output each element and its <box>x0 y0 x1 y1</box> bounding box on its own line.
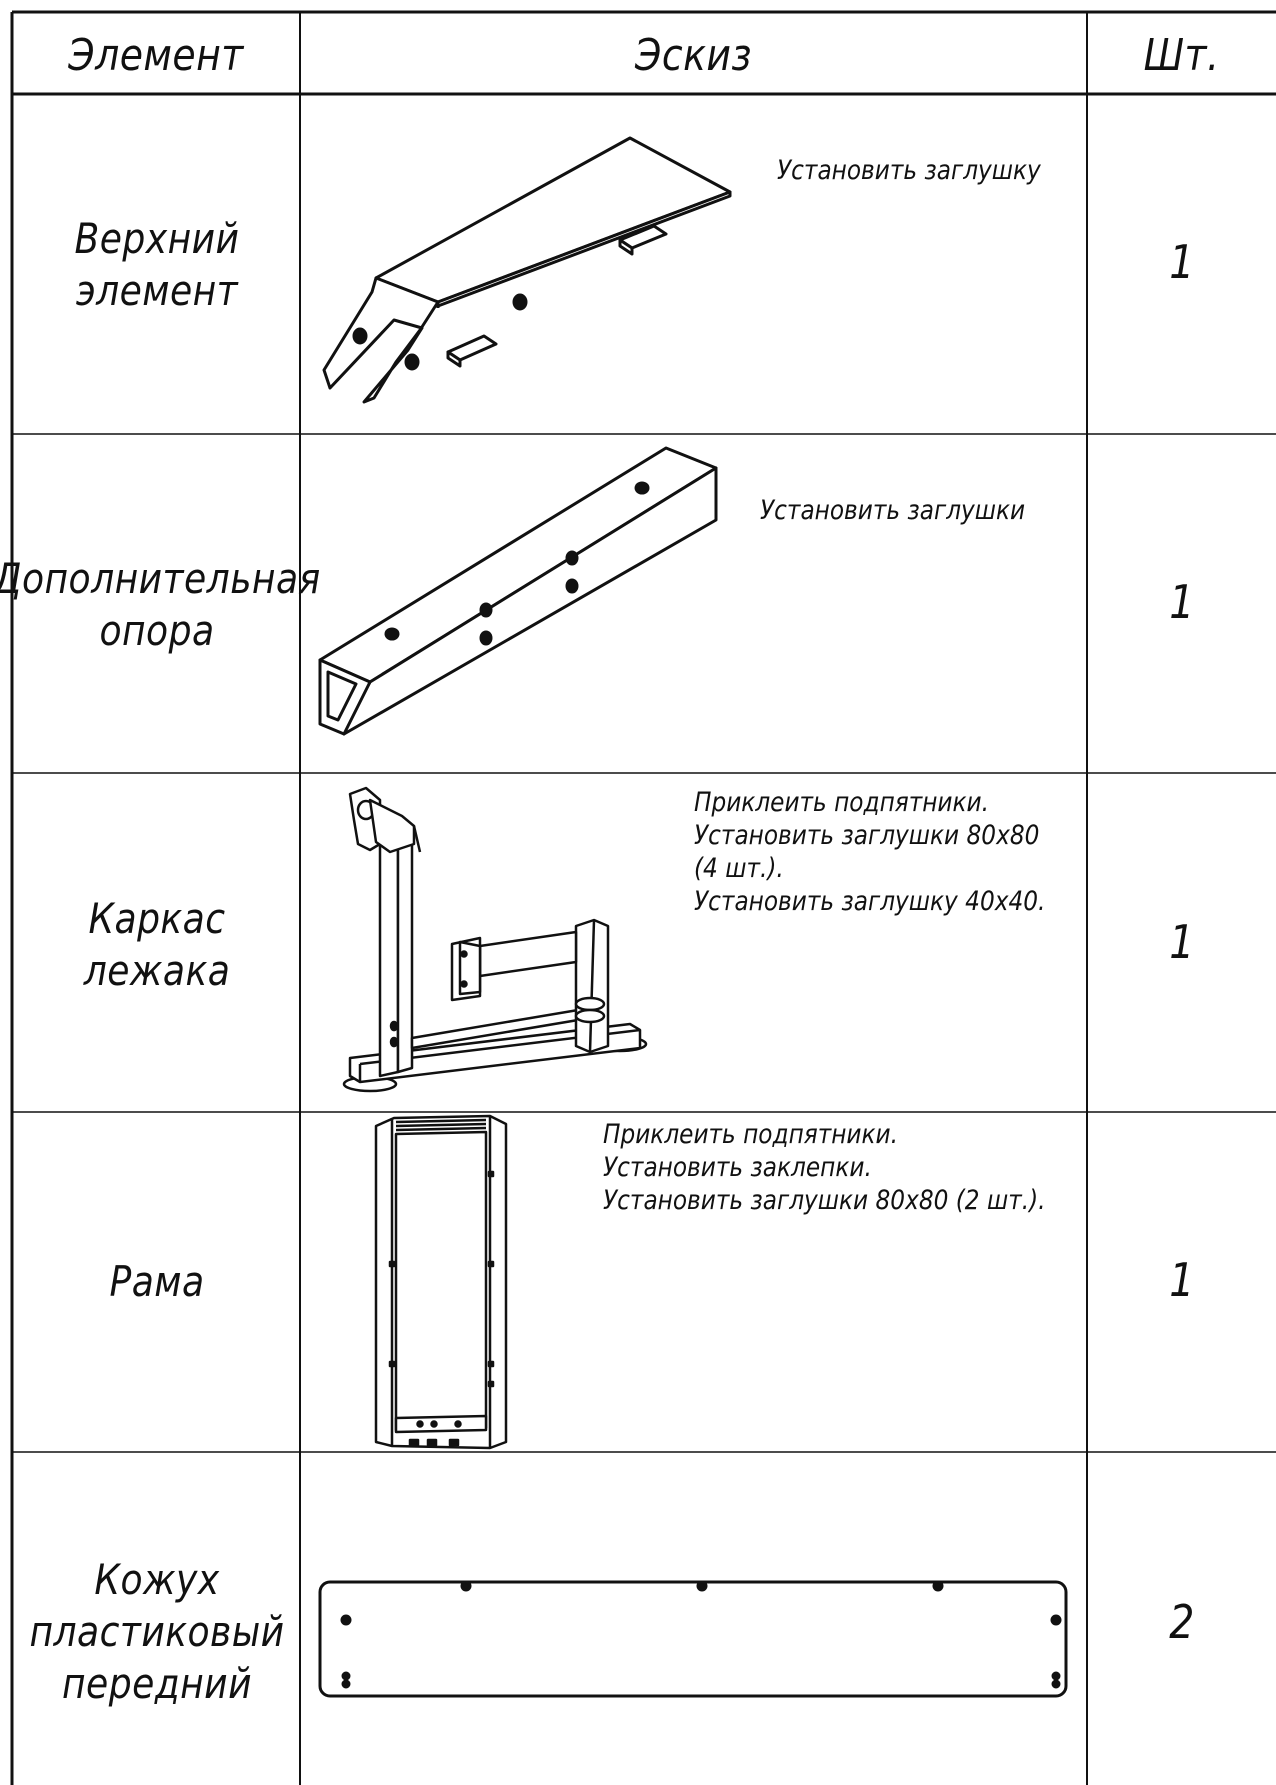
additional-support-drawing-icon <box>316 446 726 736</box>
name-line: Кожух <box>94 1555 220 1604</box>
note-line: Установить заглушку <box>777 155 1041 186</box>
note-line: Установить заглушки <box>760 495 1026 526</box>
name-line: лежака <box>83 946 231 995</box>
note-line: Установить заглушки 80х80 <box>694 820 1040 851</box>
name-line: Каркас <box>88 894 226 943</box>
table-row-qty: 1 <box>1169 235 1195 289</box>
note-line: (4 шт.). <box>694 853 784 884</box>
plastic-cover-drawing-icon <box>316 1576 1072 1702</box>
header-element: Элемент <box>68 30 244 81</box>
table-row-name: Рама <box>32 1252 281 1312</box>
table-row-name: Верхний элемент <box>32 200 281 330</box>
table-row-note: Приклеить подпятники. Установить заклепк… <box>603 1118 1046 1217</box>
table-row-qty: 1 <box>1169 575 1195 629</box>
name-line: опора <box>99 606 215 655</box>
header-sketch: Эскиз <box>635 30 752 81</box>
table-row-name: Кожух пластиковый передний <box>29 1552 285 1712</box>
table-row-note: Установить заглушку <box>777 154 1041 187</box>
table-row-note: Установить заглушки <box>760 494 1025 527</box>
name-line: элемент <box>75 266 239 315</box>
header-qty: Шт. <box>1143 30 1220 81</box>
table-row-qty: 1 <box>1169 1253 1195 1307</box>
note-line: Установить заклепки. <box>603 1152 872 1183</box>
table-row-name: Дополнительная опора <box>0 540 320 670</box>
name-line: Верхний <box>74 214 240 263</box>
name-line: пластиковый <box>29 1607 285 1656</box>
note-line: Приклеить подпятники. <box>694 787 990 818</box>
name-line: Дополнительная <box>0 554 321 603</box>
frame-drawing-icon <box>370 1112 520 1452</box>
upper-element-drawing-icon <box>320 130 740 410</box>
note-line: Установить заглушку 40х40. <box>694 886 1046 917</box>
table-row-qty: 1 <box>1169 915 1195 969</box>
bench-frame-drawing-icon <box>340 786 660 1096</box>
table-row-note: Приклеить подпятники. Установить заглушк… <box>694 786 1045 918</box>
note-line: Приклеить подпятники. <box>603 1119 899 1150</box>
table-row-qty: 2 <box>1169 1595 1195 1649</box>
name-line: передний <box>62 1659 252 1708</box>
table-row-name: Каркас лежака <box>32 880 281 1010</box>
name-line: Рама <box>109 1257 205 1306</box>
note-line: Установить заглушки 80х80 (2 шт.). <box>603 1185 1046 1216</box>
